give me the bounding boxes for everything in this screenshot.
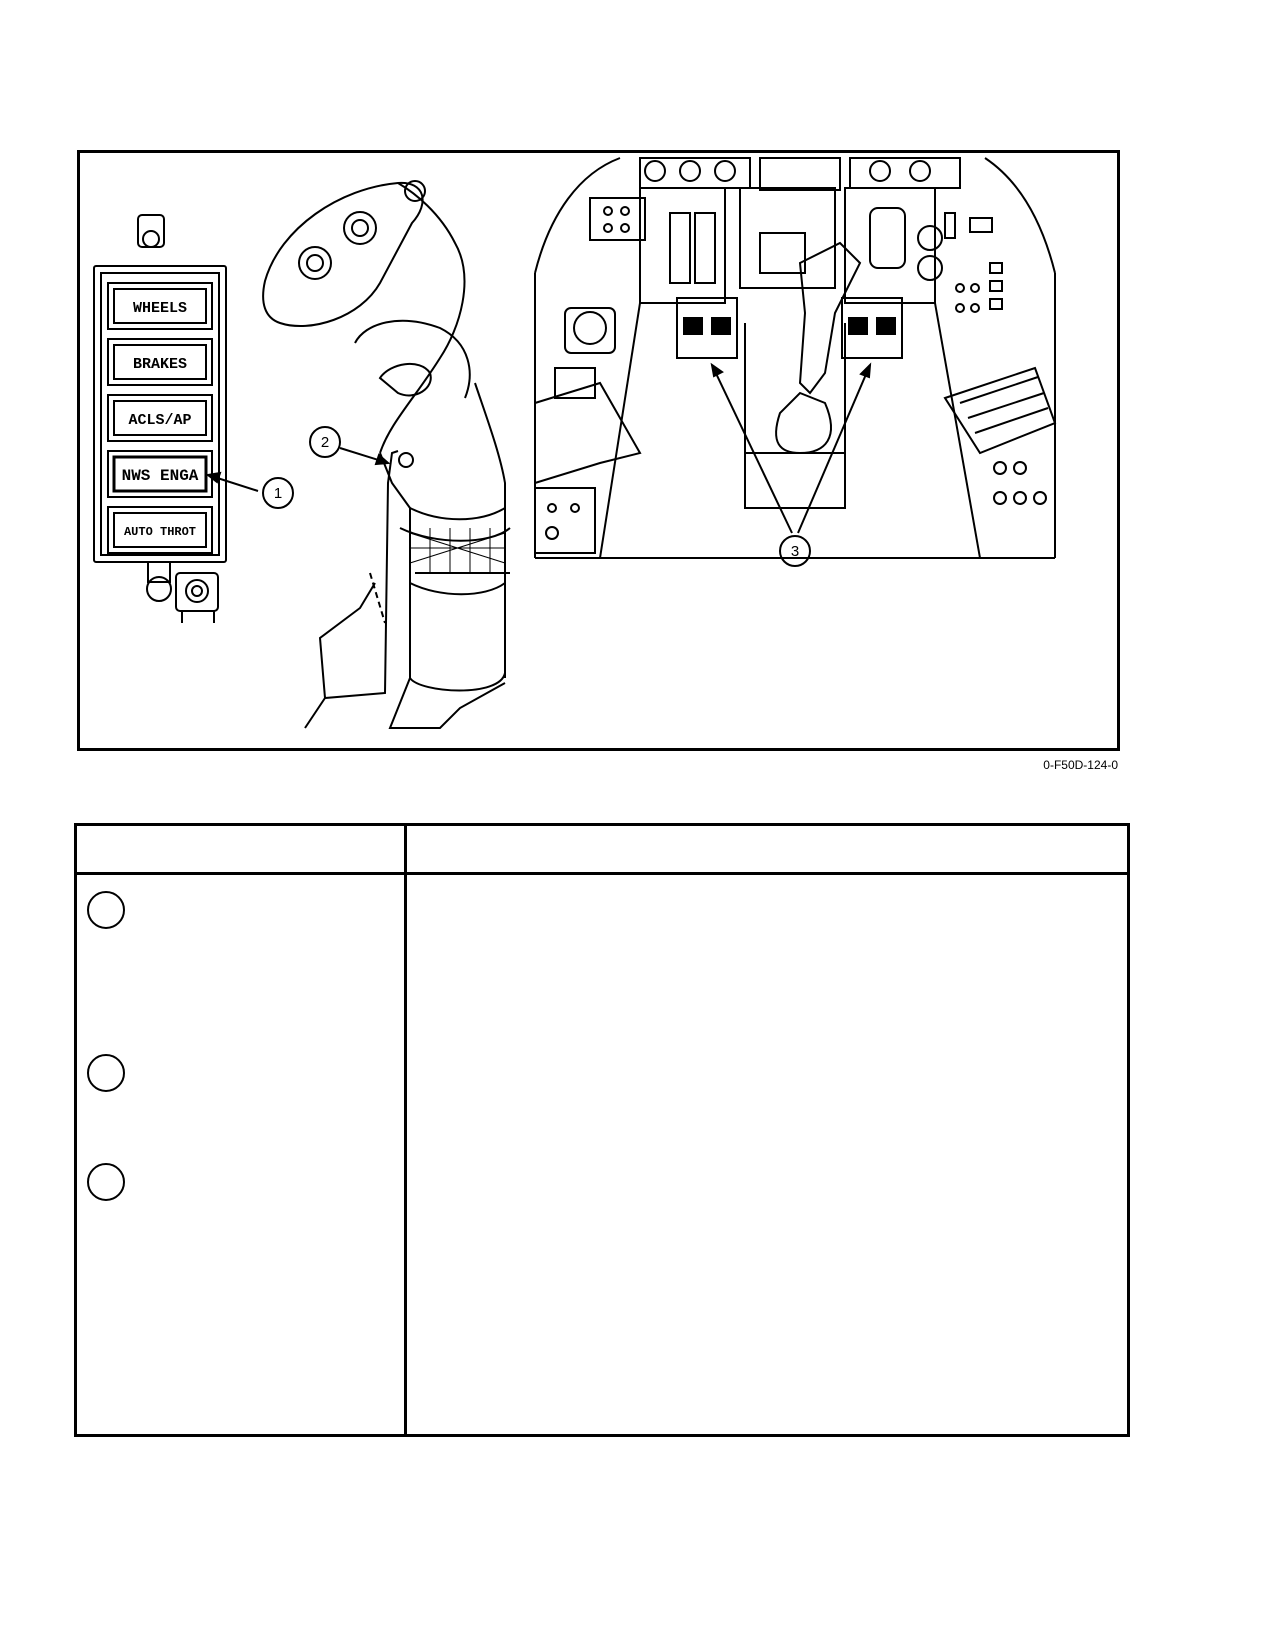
figure-id: 0-F50D-124-0	[1043, 758, 1118, 772]
column-divider	[404, 826, 407, 1434]
row-callout-circle	[87, 1054, 125, 1092]
callout-number-1: 1	[274, 485, 282, 502]
row-callout-circle	[87, 1163, 125, 1201]
figure-frame: WHEELS BRAKES ACLS/AP NWS ENGA AUTO THRO…	[77, 150, 1120, 751]
callout-circle-1	[262, 477, 294, 509]
panel-label-auto-throt: AUTO THROT	[124, 525, 196, 539]
cockpit-illustration: WHEELS BRAKES ACLS/AP NWS ENGA AUTO THRO…	[93, 157, 1057, 729]
callout-number-3: 3	[791, 543, 799, 560]
panel-label-wheels: WHEELS	[133, 300, 187, 317]
panel-label-brakes: BRAKES	[133, 356, 187, 373]
control-stick	[262, 180, 511, 729]
header-left	[87, 836, 397, 864]
callout-leaders	[205, 362, 872, 534]
callout-circle-3	[779, 535, 811, 567]
panel-label-nws-enga: NWS ENGA	[122, 467, 199, 485]
header-rule	[77, 872, 1127, 875]
legend-table	[74, 823, 1130, 1437]
callout-number-2: 2	[321, 434, 329, 451]
row-callout-circle	[87, 891, 125, 929]
header-right	[417, 836, 1117, 864]
panel-label-acls-ap: ACLS/AP	[128, 412, 191, 429]
callout-circle-2	[309, 426, 341, 458]
cockpit-view	[534, 157, 1057, 559]
